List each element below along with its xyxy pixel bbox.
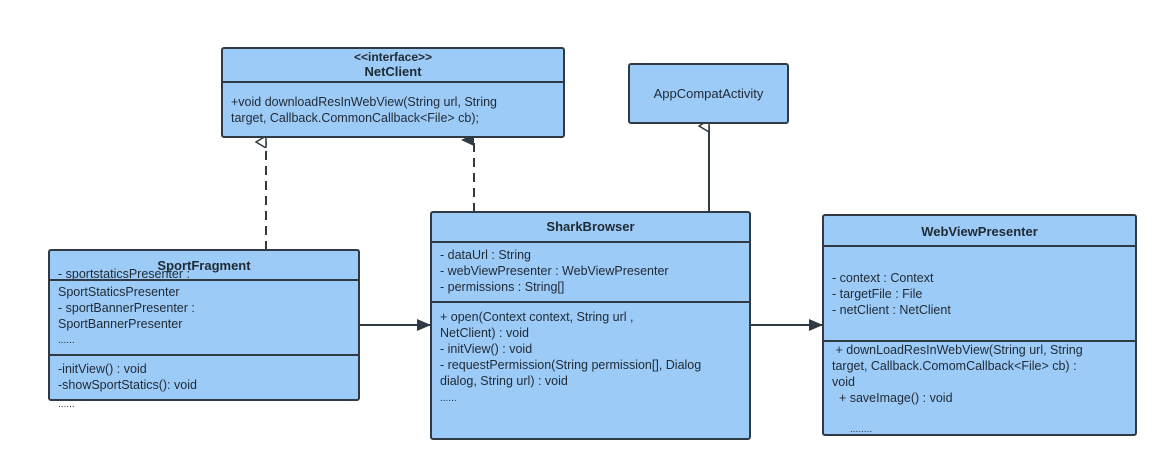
class-sportfragment-attribute: ......: [58, 335, 75, 346]
class-sportfragment-method: -initView() : void: [58, 362, 147, 376]
class-sharkbrowser[interactable]: SharkBrowser - dataUrl : String - webVie…: [430, 211, 751, 440]
class-webviewpresenter-name: WebViewPresenter: [921, 224, 1038, 239]
class-sportfragment-attribute: SportBannerPresenter: [58, 317, 183, 331]
class-netclient-stereotype: <<interface>>: [353, 50, 433, 64]
class-netclient-method: target, Callback.CommonCallback<File> cb…: [231, 111, 480, 125]
class-sharkbrowser-attribute: - webViewPresenter : WebViewPresenter: [440, 264, 669, 278]
class-sharkbrowser-method: NetClient) : void: [440, 326, 529, 340]
class-webviewpresenter-attribute: - netClient : NetClient: [832, 303, 951, 317]
class-webviewpresenter-trailing: ........: [850, 424, 873, 435]
class-sharkbrowser-method: - initView() : void: [440, 342, 533, 356]
class-sportfragment[interactable]: - sportstaticsPresenter : SportFragment …: [48, 249, 360, 410]
class-webviewpresenter[interactable]: WebViewPresenter - context : Context - t…: [822, 214, 1137, 436]
class-webviewpresenter-method: + downLoadResInWebView(String url, Strin…: [832, 343, 1083, 357]
class-sportfragment-method: -showSportStatics(): void: [58, 378, 197, 392]
class-sharkbrowser-method: + open(Context context, String url ,: [440, 310, 634, 324]
class-webviewpresenter-method: target, Callback.ComomCallback<File> cb)…: [832, 359, 1077, 373]
class-sportfragment-overlap-attribute: - sportstaticsPresenter :: [58, 267, 190, 281]
class-netclient[interactable]: <<interface>> NetClient +void downloadRe…: [221, 47, 565, 138]
class-sharkbrowser-method: dialog, String url) : void: [440, 374, 568, 388]
class-sportfragment-trailing: ......: [58, 399, 75, 410]
class-sportfragment-name: SportFragment: [157, 258, 251, 273]
class-sharkbrowser-method: - requestPermission(String permission[],…: [440, 358, 702, 372]
class-sharkbrowser-attribute: - dataUrl : String: [440, 248, 532, 262]
class-sportfragment-attribute: - sportBannerPresenter :: [58, 301, 195, 315]
class-webviewpresenter-method: void: [832, 375, 855, 389]
class-webviewpresenter-attribute: - context : Context: [832, 271, 934, 285]
class-webviewpresenter-attribute: - targetFile : File: [832, 287, 923, 301]
class-webviewpresenter-method: + saveImage() : void: [832, 391, 953, 405]
class-sharkbrowser-attribute: - permissions : String[]: [440, 280, 565, 294]
class-netclient-name: NetClient: [364, 64, 422, 79]
class-appcompatactivity[interactable]: AppCompatActivity: [628, 63, 789, 124]
class-sharkbrowser-method: ......: [440, 393, 457, 404]
class-sharkbrowser-name: SharkBrowser: [546, 219, 635, 234]
class-netclient-method: +void downloadResInWebView(String url, S…: [231, 95, 497, 109]
class-appcompatactivity-name: AppCompatActivity: [653, 86, 764, 101]
class-sportfragment-attribute: SportStaticsPresenter: [58, 285, 180, 299]
